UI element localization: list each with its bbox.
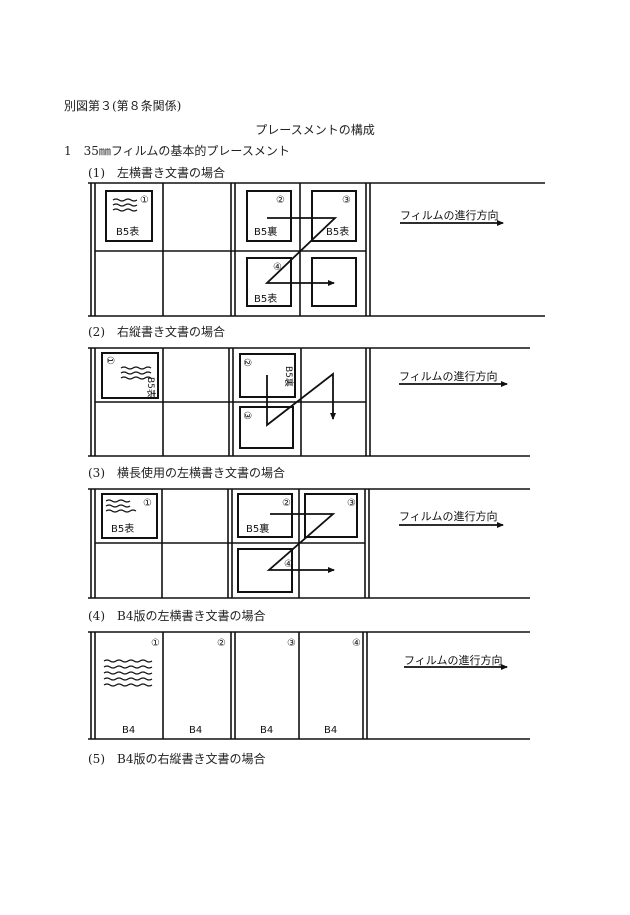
page-label: B5表 (111, 522, 134, 535)
page-number: ② (217, 638, 226, 649)
page-label: B4 (324, 725, 337, 736)
text-lines-icon (103, 659, 153, 687)
page-label: B5表 (254, 292, 277, 305)
page-number: ③ (347, 498, 356, 509)
page-box (311, 257, 357, 307)
case-1-heading: (1) 左横書き文書の場合 (88, 166, 225, 180)
page-box (105, 190, 153, 242)
page-number: ① (151, 638, 160, 649)
page-label: B5表 (326, 225, 349, 238)
section-heading: 1 35㎜フィルムの基本的プレースメント (64, 144, 290, 158)
page-label: B4 (189, 725, 202, 736)
page-number: ② (276, 195, 285, 206)
page-label: B5表 (116, 225, 139, 238)
text-lines-icon (120, 366, 152, 380)
page-label: B5表 (145, 377, 157, 398)
diagram-case-4: ① ② ③ ④ B4 B4 B4 B4 フィルムの進行方向 (88, 631, 530, 740)
page-box (237, 493, 293, 538)
film-direction-label: フィルムの進行方向 (399, 369, 498, 383)
page-box (101, 352, 159, 399)
page-number: ④ (352, 638, 361, 649)
text-lines-icon (105, 499, 137, 513)
page-number: ④ (273, 262, 282, 273)
case-5-heading: (5) B4版の右縦書き文書の場合 (88, 752, 266, 766)
page-number: ③ (241, 411, 252, 420)
film-direction-label: フィルムの進行方向 (404, 653, 503, 667)
page-box (101, 493, 158, 539)
page-number: ② (241, 358, 252, 367)
page-number: ④ (284, 559, 293, 570)
reading-order-arrow (264, 217, 338, 286)
reading-order-arrow (266, 372, 336, 427)
document-header: 別図第３(第８条関係) (64, 99, 182, 113)
page-label: B5裏 (246, 522, 269, 535)
page-box (304, 493, 358, 538)
page-label: B5裏 (283, 366, 295, 387)
case-2-heading: (2) 右縦書き文書の場合 (88, 325, 225, 339)
text-lines-icon (112, 198, 138, 212)
film-direction-label: フィルムの進行方向 (399, 509, 498, 523)
film-direction-label: フィルムの進行方向 (400, 208, 499, 222)
page-number: ③ (287, 638, 296, 649)
case-4-heading: (4) B4版の左横書き文書の場合 (88, 609, 266, 623)
page-label: B4 (122, 725, 135, 736)
page-number: ② (282, 498, 291, 509)
diagram-case-3: ① B5表 ② B5裏 ③ ④ フィルムの進行方向 (88, 488, 530, 599)
page-number: ① (143, 498, 152, 509)
page-title: プレースメントの構成 (255, 123, 375, 137)
case-3-heading: (3) 横長使用の左横書き文書の場合 (88, 466, 285, 480)
page-label: B4 (260, 725, 273, 736)
diagram-case-2: ① B5表 ② B5裏 ③ フィルムの進行方向 (88, 347, 530, 457)
page-number: ① (104, 356, 115, 365)
reading-order-arrow (266, 513, 336, 573)
page-box (246, 190, 292, 242)
page-number: ① (140, 195, 149, 206)
diagram-case-1: ① B5表 ② B5裏 ③ B5表 ④ B5表 フィルムの進行方向 (88, 182, 545, 317)
page-box (311, 190, 357, 242)
page-label: B5裏 (254, 225, 277, 238)
page-box (246, 257, 292, 307)
page-number: ③ (342, 195, 351, 206)
